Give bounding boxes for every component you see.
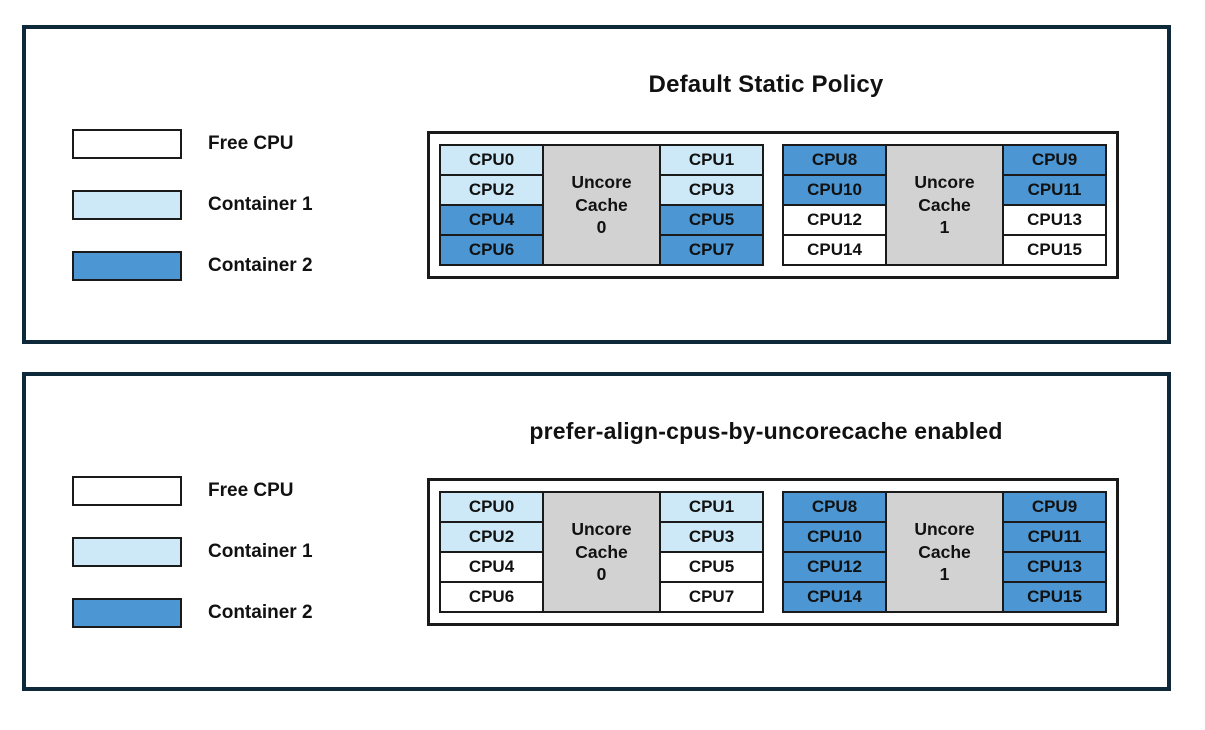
legend-label: Free CPU (208, 133, 294, 154)
legend: Free CPU Container 1 Container 2 (72, 129, 313, 281)
legend-item-free-cpu: Free CPU (72, 476, 313, 506)
cpu-cell: CPU11 (1002, 521, 1107, 553)
cpu-cell: CPU7 (659, 234, 764, 266)
cpu-cell: CPU15 (1002, 234, 1107, 266)
uncore-cache-label: Uncore Cache 0 (542, 491, 661, 613)
cpu-cell: CPU5 (659, 204, 764, 236)
cpu-cell: CPU14 (782, 581, 887, 613)
cpu-column-right: CPU1 CPU3 CPU5 CPU7 (659, 144, 764, 266)
uncore-cache-1-group: CPU8 CPU10 CPU12 CPU14 Uncore Cache 1 CP… (782, 491, 1107, 613)
cpu-column-left: CPU8 CPU10 CPU12 CPU14 (782, 491, 887, 613)
uncore-cache-label: Uncore Cache 1 (885, 144, 1004, 266)
cpu-cell: CPU14 (782, 234, 887, 266)
cpu-column-right: CPU1 CPU3 CPU5 CPU7 (659, 491, 764, 613)
cpu-cell: CPU8 (782, 144, 887, 176)
uncore-topology-diagram: CPU0 CPU2 CPU4 CPU6 Uncore Cache 0 CPU1 … (427, 131, 1119, 279)
cpu-cell: CPU1 (659, 144, 764, 176)
legend-label: Container 2 (208, 255, 313, 276)
legend-swatch (72, 598, 182, 628)
legend-item-container-2: Container 2 (72, 251, 313, 281)
cpu-cell: CPU10 (782, 521, 887, 553)
cpu-cell: CPU3 (659, 174, 764, 206)
cpu-cell: CPU3 (659, 521, 764, 553)
legend-label: Free CPU (208, 480, 294, 501)
legend-label: Container 1 (208, 194, 313, 215)
uncore-topology-diagram: CPU0 CPU2 CPU4 CPU6 Uncore Cache 0 CPU1 … (427, 478, 1119, 626)
uncore-cache-0-group: CPU0 CPU2 CPU4 CPU6 Uncore Cache 0 CPU1 … (439, 491, 764, 613)
cpu-cell: CPU4 (439, 204, 544, 236)
uncore-cache-label: Uncore Cache 1 (885, 491, 1004, 613)
legend-swatch (72, 476, 182, 506)
legend-item-free-cpu: Free CPU (72, 129, 313, 159)
cpu-column-right: CPU9 CPU11 CPU13 CPU15 (1002, 144, 1107, 266)
panel-prefer-align-uncorecache: prefer-align-cpus-by-uncorecache enabled… (22, 372, 1171, 691)
panel-title: prefer-align-cpus-by-uncorecache enabled (529, 418, 1003, 444)
cpu-cell: CPU12 (782, 551, 887, 583)
legend: Free CPU Container 1 Container 2 (72, 476, 313, 628)
legend-swatch (72, 129, 182, 159)
cpu-column-left: CPU0 CPU2 CPU4 CPU6 (439, 144, 544, 266)
uncore-cache-0-group: CPU0 CPU2 CPU4 CPU6 Uncore Cache 0 CPU1 … (439, 144, 764, 266)
uncore-cache-label: Uncore Cache 0 (542, 144, 661, 266)
legend-swatch (72, 190, 182, 220)
cpu-column-left: CPU8 CPU10 CPU12 CPU14 (782, 144, 887, 266)
uncore-cache-1-group: CPU8 CPU10 CPU12 CPU14 Uncore Cache 1 CP… (782, 144, 1107, 266)
panel-default-static-policy: Default Static Policy Free CPU Container… (22, 25, 1171, 344)
legend-label: Container 2 (208, 602, 313, 623)
cpu-cell: CPU15 (1002, 581, 1107, 613)
cpu-cell: CPU2 (439, 521, 544, 553)
cpu-cell: CPU4 (439, 551, 544, 583)
cpu-cell: CPU2 (439, 174, 544, 206)
cpu-column-left: CPU0 CPU2 CPU4 CPU6 (439, 491, 544, 613)
cpu-column-right: CPU9 CPU11 CPU13 CPU15 (1002, 491, 1107, 613)
cpu-cell: CPU9 (1002, 491, 1107, 523)
cpu-cell: CPU10 (782, 174, 887, 206)
cpu-cell: CPU13 (1002, 551, 1107, 583)
cpu-cell: CPU7 (659, 581, 764, 613)
cpu-cell: CPU12 (782, 204, 887, 236)
legend-item-container-1: Container 1 (72, 537, 313, 567)
cpu-cell: CPU11 (1002, 174, 1107, 206)
cpu-cell: CPU1 (659, 491, 764, 523)
legend-label: Container 1 (208, 541, 313, 562)
cpu-cell: CPU6 (439, 581, 544, 613)
legend-swatch (72, 251, 182, 281)
cpu-cell: CPU6 (439, 234, 544, 266)
cpu-cell: CPU8 (782, 491, 887, 523)
legend-swatch (72, 537, 182, 567)
cpu-cell: CPU0 (439, 491, 544, 523)
cpu-cell: CPU0 (439, 144, 544, 176)
panel-title: Default Static Policy (648, 71, 884, 98)
cpu-cell: CPU9 (1002, 144, 1107, 176)
legend-item-container-1: Container 1 (72, 190, 313, 220)
legend-item-container-2: Container 2 (72, 598, 313, 628)
cpu-cell: CPU5 (659, 551, 764, 583)
cpu-cell: CPU13 (1002, 204, 1107, 236)
